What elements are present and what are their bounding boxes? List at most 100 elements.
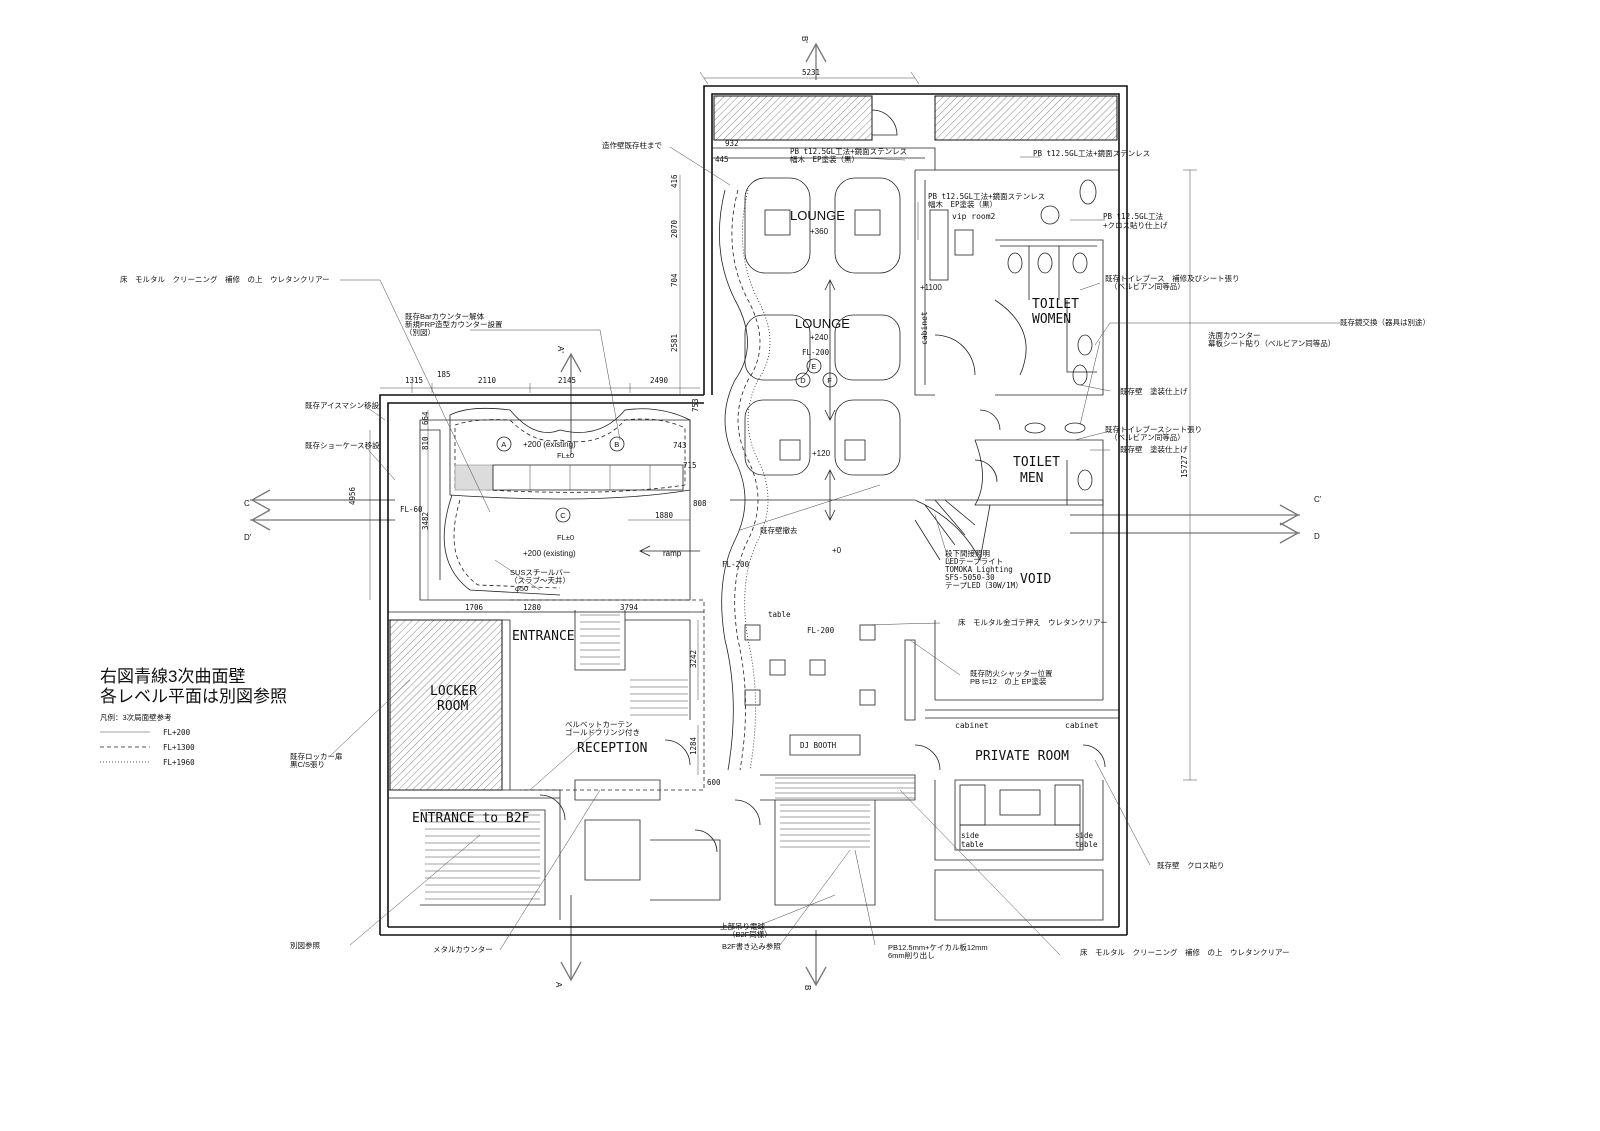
- room-toilet-women-1: TOILET: [1032, 297, 1079, 312]
- private-room-furniture: [959, 784, 1081, 851]
- dim-1280: 1280: [523, 603, 542, 612]
- room-lounge-1: LOUNGE: [790, 208, 845, 223]
- note-velvet-1: ベルベットカーテン: [565, 720, 633, 729]
- note-showcase: 既存ショーケース移設: [305, 440, 380, 450]
- room-cabinet-2: cabinet: [1065, 721, 1099, 730]
- note-pb-vip-2: 幅木 EP塗装（黒）: [928, 199, 997, 209]
- note-sus-2: （スラブ〜天井）: [510, 575, 570, 585]
- column-marker-a: A: [501, 440, 506, 449]
- hatched-walls: [389, 95, 1118, 791]
- note-sus-1: SUSスチールバー: [510, 568, 570, 577]
- dim-1706: 1706: [465, 603, 484, 612]
- dim-185: 185: [437, 370, 451, 379]
- room-cabinet-vertical: cabinet: [920, 311, 929, 345]
- side-table-2-b: table: [1075, 840, 1098, 849]
- note-b2f-ref: B2F書き込み参照: [722, 941, 781, 951]
- dim-416: 416: [670, 174, 679, 188]
- dim-2490: 2490: [650, 376, 669, 385]
- dim-753: 753: [691, 398, 700, 412]
- note-lamp-2: （B2F同様）: [728, 929, 772, 939]
- note-shutter-1: 既存防火シャッター位置: [970, 668, 1053, 678]
- column-marker-circle-b: [609, 436, 625, 452]
- dim-3242: 3242: [689, 650, 698, 668]
- note-pb-cloth-1: PB t12.5GL工法: [1103, 211, 1164, 221]
- section-mark-d-left: D': [244, 533, 252, 542]
- note-toilet-booth-1: 既存トイレブース 補修及びシート張り: [1105, 273, 1240, 283]
- dim-810: 810: [421, 436, 430, 450]
- dim-4956: 4956: [348, 486, 357, 505]
- column-marker-d: D: [800, 376, 806, 385]
- note-floor-urethane: 床 モルタル クリーニング 補修 の上 ウレタンクリアー: [120, 274, 330, 284]
- side-table-2-a: side: [1075, 831, 1094, 840]
- note-pb-top-2: 幅木 EP塗装（黒）: [790, 154, 859, 164]
- section-mark-d-right: D: [1314, 532, 1320, 541]
- dim-932: 932: [725, 139, 739, 148]
- column-marker-b: B: [614, 440, 619, 449]
- bar-counter-segments: [492, 464, 684, 491]
- lounge-furniture: [744, 177, 974, 476]
- legend-item-1: FL+200: [163, 728, 191, 737]
- note-sink-2: 幕板シート貼り（ベルビアン同等品）: [1208, 338, 1335, 348]
- center-hall-tables: [744, 624, 876, 706]
- section-lines: [250, 42, 1300, 987]
- note-bar-2: 新規FRP造型カウンター設置: [405, 319, 503, 329]
- note-locker-2: 黒C/S張り: [290, 760, 325, 769]
- column-marker-circle-d: [795, 372, 811, 388]
- column-marker-circle-f: [822, 372, 838, 388]
- fl-minus-60: FL-60: [400, 505, 423, 514]
- note-ice: 既存アイスマシン移設: [305, 400, 380, 410]
- column-marker-circle-e: [806, 358, 822, 374]
- label-ramp: ramp: [663, 549, 682, 558]
- room-reception: RECEPTION: [577, 741, 647, 756]
- title-line-2: 各レベル平面は別図参照: [100, 687, 287, 706]
- column-marker-f: F: [827, 376, 832, 385]
- section-mark-labels: C D' C' D A' A B' B: [244, 36, 1322, 990]
- section-mark-b-bottom: B: [803, 985, 812, 990]
- note-zouzaku: 造作壁既存柱まで: [602, 140, 662, 150]
- legend-item-2: FL+1300: [163, 743, 195, 752]
- note-toilet-sheet-1: 既存トイレブースシート張り: [1105, 424, 1202, 434]
- room-locker-2: ROOM: [437, 699, 468, 714]
- dim-1880: 1880: [655, 511, 674, 520]
- dim-445: 445: [715, 155, 729, 164]
- bar-level-2: +200 (existing): [523, 549, 576, 558]
- note-floor-urethane-2: 床 モルタル クリーニング 補修 の上 ウレタンクリアー: [1080, 947, 1290, 957]
- dimension-lines: [369, 71, 1197, 781]
- note-pb-top-right: PB t12.5GL工法+鏡面ステンレス: [1033, 148, 1150, 158]
- note-mirror: 既存鏡交換（器具は別途）: [1340, 317, 1430, 327]
- side-table-1-b: table: [961, 840, 984, 849]
- note-toilet-sheet-2: （ベルビアン同等品）: [1110, 432, 1185, 442]
- room-lounge-3-level: +120: [812, 449, 831, 458]
- note-bar-1: 既存Barカウンター解体: [405, 311, 485, 321]
- room-entrance: ENTRANCE: [512, 629, 575, 644]
- room-labels: LOUNGE +360 LOUNGE +240 FL-200 +120 vip …: [400, 208, 1099, 849]
- room-vip: vip room2: [952, 212, 996, 221]
- room-void: VOID: [1020, 572, 1051, 587]
- interior-walls: [388, 147, 1119, 921]
- section-mark-a-bottom: A: [554, 982, 563, 988]
- section-mark-a-top: A': [556, 346, 565, 353]
- room-toilet-women-2: WOMEN: [1032, 312, 1071, 327]
- room-lounge-2: LOUNGE: [795, 316, 850, 331]
- note-pb-vip-1: PB t12.5GL工法+鏡面ステンレス: [928, 191, 1045, 201]
- dim-808: 808: [693, 499, 707, 508]
- room-vip-level: +1100: [920, 283, 942, 292]
- note-pb-keical-1: PB12.5mm+ケイカル板12mm: [888, 942, 988, 952]
- note-led-4: SFS-5050-30: [945, 573, 995, 582]
- outer-walls: [379, 85, 1128, 936]
- note-pb-top-1: PB t12.5GL工法+鏡面ステンレス: [790, 146, 907, 156]
- room-lounge-2-level: +240: [810, 333, 829, 342]
- note-velvet-2: ゴールドフリンジ付き: [565, 727, 640, 737]
- dim-1284: 1284: [689, 736, 698, 755]
- note-cloth-wall: 既存壁 クロス貼り: [1157, 860, 1225, 870]
- note-pb-cloth-2: +クロス貼り仕上げ: [1103, 220, 1168, 230]
- toilet-fixtures: [1007, 179, 1097, 491]
- room-cabinet-1: cabinet: [955, 721, 989, 730]
- room-toilet-men-2: MEN: [1020, 471, 1043, 486]
- dim-704: 704: [670, 273, 679, 287]
- dim-3482: 3482: [421, 512, 430, 530]
- bar-level-1: +200 (existing): [523, 440, 576, 449]
- main-level: +0: [832, 546, 842, 555]
- dim-3794: 3794: [620, 603, 639, 612]
